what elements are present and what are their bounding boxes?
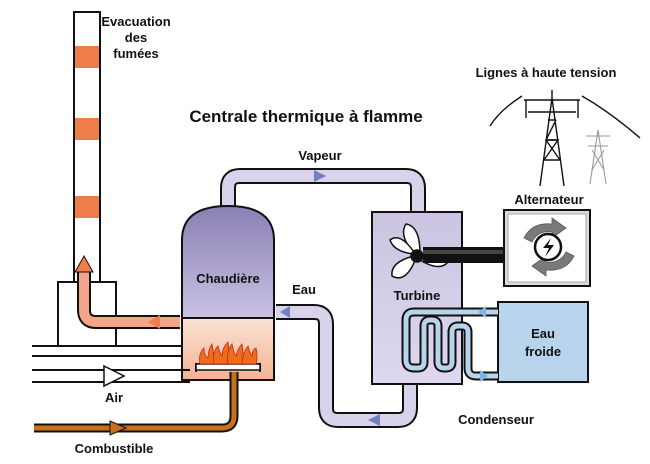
burner [195,341,261,372]
vapor-pipe [220,168,426,212]
page-title: Centrale thermique à flamme [189,107,422,126]
air-label: Air [105,390,123,405]
labels: Evacuation des fumées Centrale thermique… [75,14,617,456]
water-flow-arrow [280,306,290,318]
flame-icon [199,341,258,365]
fuel-label: Combustible [75,441,154,456]
lines-label: Lignes à haute tension [476,65,617,80]
turbine-shaft [423,247,515,263]
pylon-far-icon [586,129,610,185]
alternator-label: Alternateur [514,192,583,207]
condenser-label: Condenseur [458,412,534,427]
turbine-building [371,211,463,385]
boiler-label: Chaudière [196,271,260,286]
chimney-label-line1: Evacuation [101,14,170,29]
chimney-label-line3: fumées [113,46,159,61]
air-pipe [32,364,190,388]
turbine-label: Turbine [394,288,441,303]
air-arrow [103,364,126,388]
chimney [73,11,101,283]
water-label: Eau [292,282,316,297]
chimney-label-line2: des [125,30,147,45]
vapor-flow-arrow [314,170,326,182]
cold-water-tank [497,301,589,383]
cold-water-label-line1: Eau [531,326,555,341]
smoke-pipe [74,254,180,329]
vapor-label: Vapeur [298,148,341,163]
rotation-arrows-icon [523,217,575,277]
pylon-icon [489,90,641,187]
ground-lines [32,345,182,357]
fuel-pipe [34,372,239,436]
cold-water-label-line2: froide [525,344,561,359]
condenser-coil [401,306,498,382]
water-pipe [276,304,418,428]
fuel-arrow [109,420,128,436]
lightning-icon [543,238,554,257]
alternator [503,209,591,287]
